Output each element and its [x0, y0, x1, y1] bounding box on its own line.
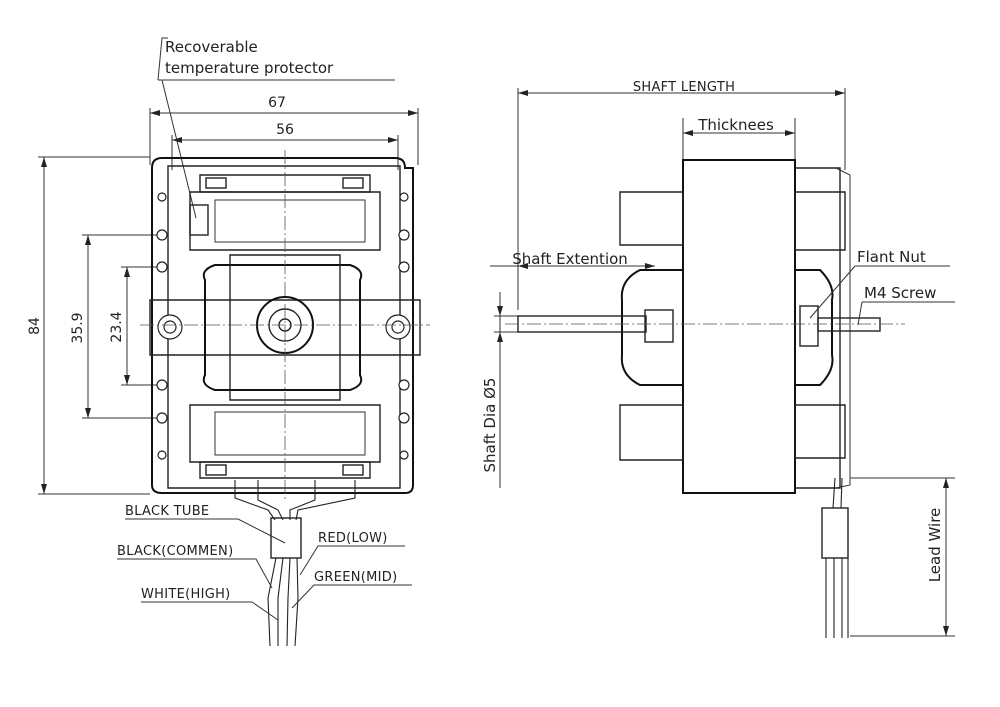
side-mounting-plate — [835, 167, 851, 489]
bottom-coil-cap — [199, 461, 371, 479]
protector-label-line1: Recoverable — [165, 38, 258, 56]
dim-shaft-dia-arrow-top — [497, 306, 503, 316]
label-white-high: WHITE(HIGH) — [141, 587, 231, 602]
leader-flange-nut — [809, 265, 856, 319]
side-rear-bearing-bracket — [795, 269, 834, 386]
side-front-bearing-bracket — [620, 269, 683, 386]
label-flange-nut: Flant Nut — [857, 248, 926, 266]
leader-m4-screw — [857, 301, 863, 326]
label-green-mid: GREEN(MID) — [314, 570, 397, 585]
dim-84-arrow-bottom — [41, 484, 47, 494]
side-stator-body — [682, 159, 796, 494]
label-black-tube: BLACK TUBE — [125, 504, 209, 519]
black-tube — [270, 517, 302, 559]
protector-leader-line — [161, 79, 197, 219]
bottom-terminal-right — [342, 464, 364, 476]
bottom-coil-frame — [189, 404, 381, 463]
label-lead-wire: Lead Wire — [926, 508, 944, 583]
label-shaft-length: SHAFT LENGTH — [633, 80, 735, 95]
dim-56-arrow-left — [172, 137, 182, 143]
dim-23-4-value: 23.4 — [109, 311, 125, 342]
label-thickness: Thicknees — [697, 116, 774, 134]
dim-thickness-arrow-right — [785, 130, 795, 136]
label-m4-screw: M4 Screw — [864, 284, 936, 302]
side-top-left-coil — [619, 191, 684, 246]
dim-shaft-length-arrow-right — [835, 90, 845, 96]
m4-screw-body — [817, 317, 881, 332]
label-black-common: BLACK(COMMEN) — [117, 544, 233, 559]
side-view: SHAFT LENGTH Thicknees Shaft Extention S… — [481, 80, 955, 638]
leader-black-tube — [125, 518, 286, 544]
label-shaft-dia: Shaft Dia Ø5 — [481, 378, 499, 473]
dim-84-value: 84 — [27, 317, 43, 335]
label-shaft-extension: Shaft Extention — [512, 250, 628, 268]
thermal-protector — [189, 204, 209, 236]
side-bottom-right-coil — [794, 404, 846, 459]
dim-shaft-ext-arrow-right — [645, 263, 655, 269]
label-red-low: RED(LOW) — [318, 531, 388, 546]
top-terminal-right — [342, 177, 364, 189]
dim-56-arrow-right — [388, 137, 398, 143]
dim-23-4-arrow-bottom — [124, 375, 130, 385]
front-cross-bracket — [149, 299, 421, 356]
stator-core — [202, 264, 363, 391]
side-wire-1 — [832, 477, 836, 509]
dim-shaft-ext-arrow-left — [518, 263, 528, 269]
dim-56-value: 56 — [276, 122, 294, 138]
stator-laminations — [229, 254, 341, 401]
side-wire-sleeve — [821, 507, 849, 559]
protector-label-bracket — [157, 37, 168, 81]
side-stator-laminations — [795, 167, 841, 489]
bottom-coil-winding — [214, 411, 366, 456]
leader-green-mid — [291, 584, 412, 609]
side-front-bearing — [644, 309, 674, 343]
dim-23-4-arrow-top — [124, 267, 130, 277]
top-terminal-left — [205, 177, 227, 189]
leader-red-low — [299, 545, 405, 576]
dim-shaft-dia-arrow-bottom — [497, 332, 503, 342]
side-wire-2 — [840, 477, 843, 509]
dim-lead-wire-arrow-bottom — [943, 626, 949, 636]
dim-thickness-arrow-left — [683, 130, 693, 136]
leader-white-high — [141, 601, 279, 621]
side-bottom-left-coil — [619, 404, 684, 461]
dim-35-9-arrow-top — [85, 235, 91, 245]
dim-84-arrow-top — [41, 157, 47, 167]
front-view: Recoverable temperature protector 67 56 … — [27, 37, 430, 647]
dim-67-value: 67 — [268, 95, 286, 111]
left-nut-bore — [163, 320, 177, 334]
leader-black-common — [117, 558, 273, 589]
dim-lead-wire-arrow-top — [943, 478, 949, 488]
front-mounting-plate — [151, 157, 414, 494]
protector-label-line2: temperature protector — [165, 59, 334, 77]
side-top-right-coil — [794, 191, 846, 251]
top-coil-winding — [214, 199, 366, 243]
front-plate-inner-edge — [167, 165, 401, 489]
top-coil-cap — [199, 174, 371, 193]
right-nut-bore — [391, 320, 405, 334]
dim-67-arrow-left — [150, 110, 160, 116]
bottom-terminal-left — [205, 464, 227, 476]
dim-shaft-length-arrow-left — [518, 90, 528, 96]
front-lead-wires — [234, 480, 356, 647]
plate-holes — [156, 192, 410, 460]
dim-35-9-value: 35.9 — [70, 312, 86, 343]
dim-67-arrow-right — [408, 110, 418, 116]
dim-35-9-arrow-bottom — [85, 408, 91, 418]
